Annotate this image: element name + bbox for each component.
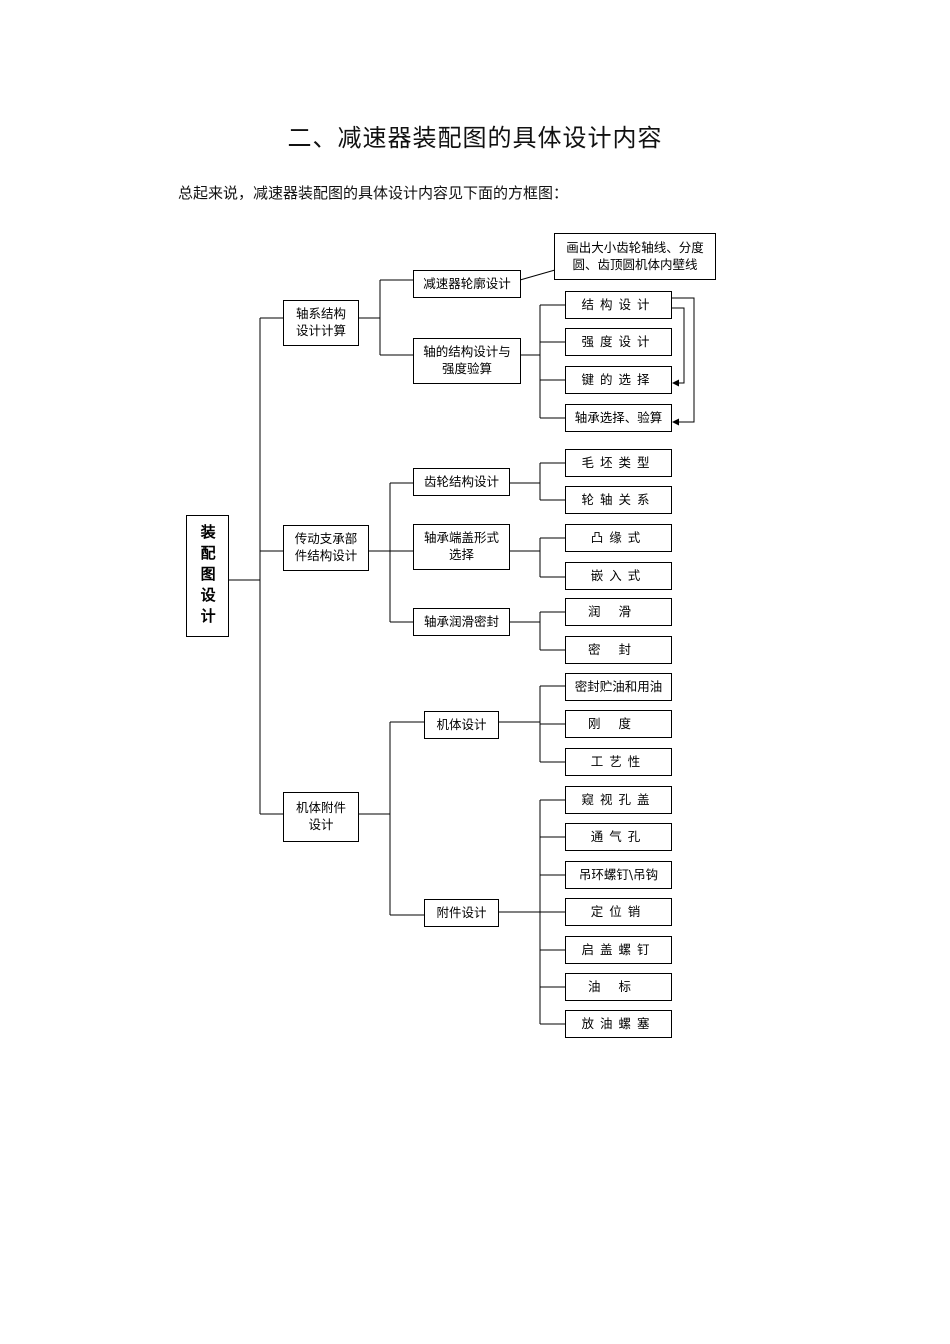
group-housing-accessories: 机体附件设计 (283, 792, 359, 842)
leaf-wheel-shaft-relation: 轮轴关系 (565, 486, 672, 514)
sub-bearing-lubrication: 轴承润滑密封 (413, 608, 510, 636)
leaf-rigidity: 刚度 (565, 710, 672, 738)
leaf-key-selection: 键的选择 (565, 366, 672, 394)
leaf-inspection-cover: 窥视孔盖 (565, 786, 672, 814)
leaf-blank-type: 毛坯类型 (565, 449, 672, 477)
leaf-structure-design: 结构设计 (565, 291, 672, 319)
sub-accessory-design: 附件设计 (424, 899, 499, 927)
group-shaft-system: 轴系结构设计计算 (283, 300, 359, 346)
leaf-draw-gear-axes: 画出大小齿轮轴线、分度圆、齿顶圆机体内壁线 (554, 233, 716, 280)
leaf-dowel-pin: 定位销 (565, 898, 672, 926)
leaf-oil-sealing-storage: 密封贮油和用油 (565, 673, 672, 701)
leaf-lubrication: 润滑 (565, 598, 672, 626)
root-box: 装配图设计 (186, 515, 229, 637)
leaf-eye-bolt-hook: 吊环螺钉\吊钩 (565, 861, 672, 889)
leaf-bearing-selection: 轴承选择、验算 (565, 404, 672, 432)
leaf-embedded-type: 嵌入式 (565, 562, 672, 590)
leaf-flange-type: 凸缘式 (565, 524, 672, 552)
sub-outline-design: 减速器轮廓设计 (413, 270, 521, 298)
sub-housing-design: 机体设计 (424, 711, 499, 739)
leaf-strength-design: 强度设计 (565, 328, 672, 356)
leaf-vent: 通气孔 (565, 823, 672, 851)
leaf-jack-screw: 启盖螺钉 (565, 936, 672, 964)
group-transmission-support: 传动支承部件结构设计 (283, 525, 369, 571)
leaf-manufacturability: 工艺性 (565, 748, 672, 776)
sub-shaft-structure: 轴的结构设计与强度验算 (413, 338, 521, 384)
sub-bearing-cap: 轴承端盖形式选择 (413, 524, 510, 570)
leaf-oil-gauge: 油标 (565, 973, 672, 1001)
leaf-drain-plug: 放油螺塞 (565, 1010, 672, 1038)
leaf-seal: 密封 (565, 636, 672, 664)
page-title: 二、减速器装配图的具体设计内容 (287, 124, 663, 152)
sub-gear-structure: 齿轮结构设计 (413, 468, 510, 496)
intro-paragraph: 总起来说，减速器装配图的具体设计内容见下面的方框图： (178, 184, 569, 202)
